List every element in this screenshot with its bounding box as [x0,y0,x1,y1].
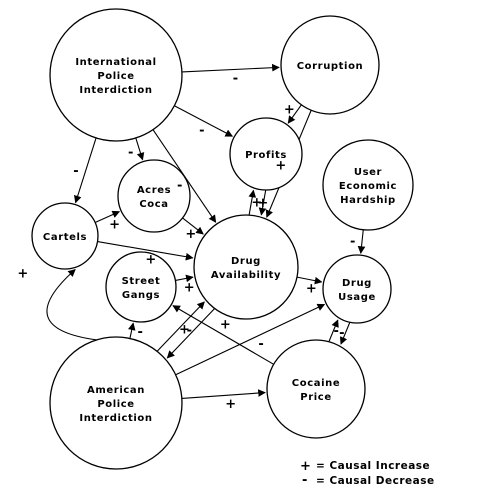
node-label-line: Gangs [122,290,160,301]
edge-sign-american-to-street_gangs: - [138,325,143,340]
node-circle [49,336,183,470]
edge-sign-american-to-drug_usage: - [258,337,263,352]
edge-sign-intl-to-cartels: - [73,164,78,179]
edge-acres_coca-to-drug_availability [182,217,204,235]
edge-sign-street_gangs-to-drug_availability: + [184,280,195,295]
node-circle [105,251,177,323]
nodes-layer: InternationalPoliceInterdictionCorruptio… [31,8,414,470]
edge-user_hardship-to-drug_usage [357,229,366,254]
edge-intl-to-acres_coca [135,137,145,161]
node-label-line: Coca [139,199,168,210]
node-label-line: International [75,57,156,68]
node-label-line: Interdiction [79,85,152,96]
edge-american-to-drug_availability [156,301,205,352]
node-label-line: Drug [342,278,372,289]
edge-sign-user_hardship-to-drug_usage: - [350,235,355,250]
node-label-line: Availability [211,270,281,281]
node-label-line: American [87,385,145,396]
edge-intl-to-profits [174,105,234,137]
edge-intl-to-corruption [181,63,280,73]
node-profits: Profits [229,117,303,191]
node-label-line: Street [122,276,161,287]
edge-american-to-cocaine_price [181,389,266,399]
edge-sign-acres_coca-to-drug_availability: + [185,227,196,242]
node-circle [280,15,380,115]
legend-increase-symbol: + [300,459,311,474]
edge-cocaine_price-to-drug_usage [328,319,339,342]
node-circle [322,139,414,231]
legend-decrease-label: = Causal Decrease [316,475,435,487]
node-label-line: Economic [339,181,397,192]
edge-sign-intl-to-profits: - [199,124,204,139]
edge-american-to-drug_usage [175,303,326,376]
edge-american-to-cartels [46,268,97,341]
node-label-line: Corruption [297,61,364,72]
edge-american-to-street_gangs [127,322,136,339]
edge-sign-drug_usage-to-cocaine_price: - [334,324,339,339]
edge-drug_usage-to-cocaine_price [339,322,351,345]
edge-sign-american-to-cocaine_price: + [225,397,236,412]
node-circle [49,8,183,142]
node-label-line: Profits [245,150,287,161]
edge-sign-drug_availability-to-american: + [179,323,190,338]
edge-drug_availability-to-american [166,308,215,359]
edge-sign-american-to-cartels: + [17,267,28,282]
edge-corruption-to-profits [287,104,302,124]
edge-sign-intl-to-corruption: - [233,71,238,86]
node-label-line: Drug [231,256,261,267]
edge-drug_availability-to-profits [248,189,257,215]
edge-sign-american-to-drug_availability: - [187,323,192,338]
edge-sign-intl-to-drug_availability: - [177,179,182,194]
node-circle [31,202,99,270]
legend-increase-label: = Causal Increase [316,460,430,472]
node-label-line: Cocaine [292,378,340,389]
edge-cartels-to-drug_availability [97,241,194,261]
node-label-line: User [354,167,382,178]
node-label-line: Usage [338,292,376,303]
node-circle [266,339,366,439]
node-circle [117,159,191,233]
legend: + = Causal Increase - = Causal Decrease [300,459,435,488]
legend-decrease-symbol: - [302,473,307,488]
edge-cartels-to-acres_coca [94,210,121,223]
edge-sign-corruption-to-profits: + [284,103,295,118]
node-label-line: Acres [137,185,171,196]
edge-sign-drug_availability-to-profits: + [257,196,268,211]
node-label-line: Interdiction [79,413,152,424]
edge-sign-cartels-to-acres_coca: + [109,218,120,233]
edge-cocaine_price-to-street_gangs [172,305,274,365]
edge-intl-to-cartels [73,137,97,204]
node-circle [193,214,299,320]
node-label-line: Price [300,392,331,403]
edge-sign-cartels-to-drug_availability: + [145,252,156,267]
edge-sign-drug_availability-to-drug_usage: + [306,282,317,297]
edge-profits-to-drug_availability [258,190,267,216]
node-label-line: Hardship [340,195,396,206]
node-label-line: Police [97,71,134,82]
edge-sign-intl-to-acres_coca: - [128,146,133,161]
edge-drug_availability-to-drug_usage [296,276,323,285]
edge-sign-profits-to-drug_availability: + [251,195,262,210]
node-corruption: Corruption [280,15,380,115]
signs-layer: -----+++++++++-----++-++ [17,71,355,412]
edge-street_gangs-to-drug_availability [175,274,194,283]
node-label-line: Police [97,399,134,410]
node-cartels: Cartels [31,202,99,270]
node-circle [322,254,392,324]
node-circle [229,117,303,191]
edge-sign-corruption-to-drug_availability: + [275,159,286,174]
edge-sign-cocaine_price-to-street_gangs: + [220,317,231,332]
node-label-line: Cartels [43,232,87,243]
edge-sign-cocaine_price-to-drug_usage: - [339,326,344,341]
